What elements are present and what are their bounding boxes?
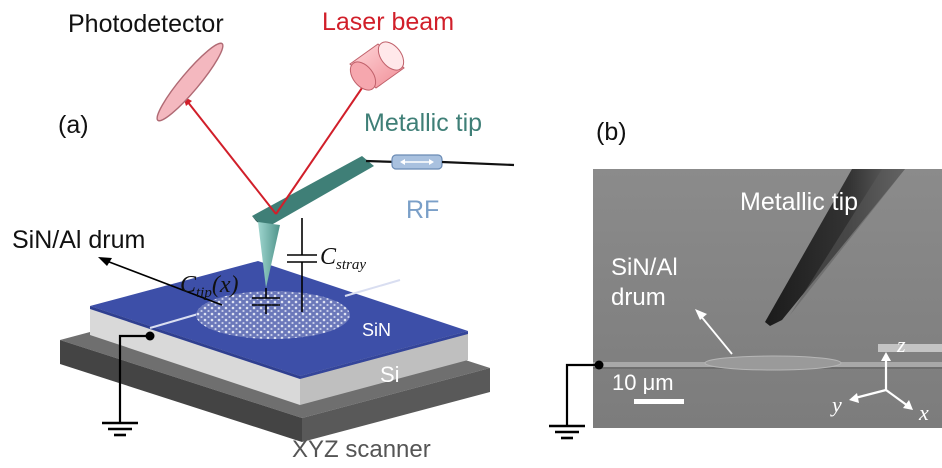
sem-image [593,169,942,428]
xyz-scanner-label: XYZ scanner [292,436,431,463]
axis-z-label: z [896,332,906,357]
sem-metallic-tip-label: Metallic tip [740,188,858,216]
stray-capacitor [287,218,317,312]
metallic-tip [252,156,399,288]
trench-line-left [149,311,206,329]
sin-label: SiN [362,320,391,340]
sem-drum-arrow [695,309,733,355]
scale-bar-label: 10 μm [612,370,674,395]
photodetector-label: Photodetector [68,10,224,38]
photodetector-disk [156,42,224,122]
panel-b: (b) Metallic tip SiN/Al drum 10 μm [549,118,942,440]
scale-bar [634,399,684,404]
sem-drum-label-line1: SiN/Al [611,254,678,281]
drum-membrane [196,291,350,339]
panel-a: (a) [12,8,515,463]
drum-arrow [98,257,223,306]
metallic-tip-label: Metallic tip [364,109,482,137]
rf-label: RF [406,196,439,224]
panel-a-label: (a) [58,111,89,139]
c-tip-label: Ctip(x) [180,272,239,301]
rf-connector [391,154,515,170]
sample-ground [102,331,155,437]
laser-beam-label: Laser beam [322,8,454,36]
sem-axes [849,352,913,410]
c-stray-label: Cstray [320,244,366,273]
laser-beams [183,87,363,215]
laser-source [349,41,405,91]
si-label: Si [380,362,400,387]
sem-drum-label-line2: drum [611,284,666,311]
trench-line-right [344,279,401,297]
drum-label: SiN/Al drum [12,226,145,254]
sem-ground [549,360,604,440]
axis-y-label: y [830,392,842,417]
tip-capacitor [252,288,280,314]
axis-x-label: x [918,400,929,425]
panel-b-label: (b) [596,118,627,146]
